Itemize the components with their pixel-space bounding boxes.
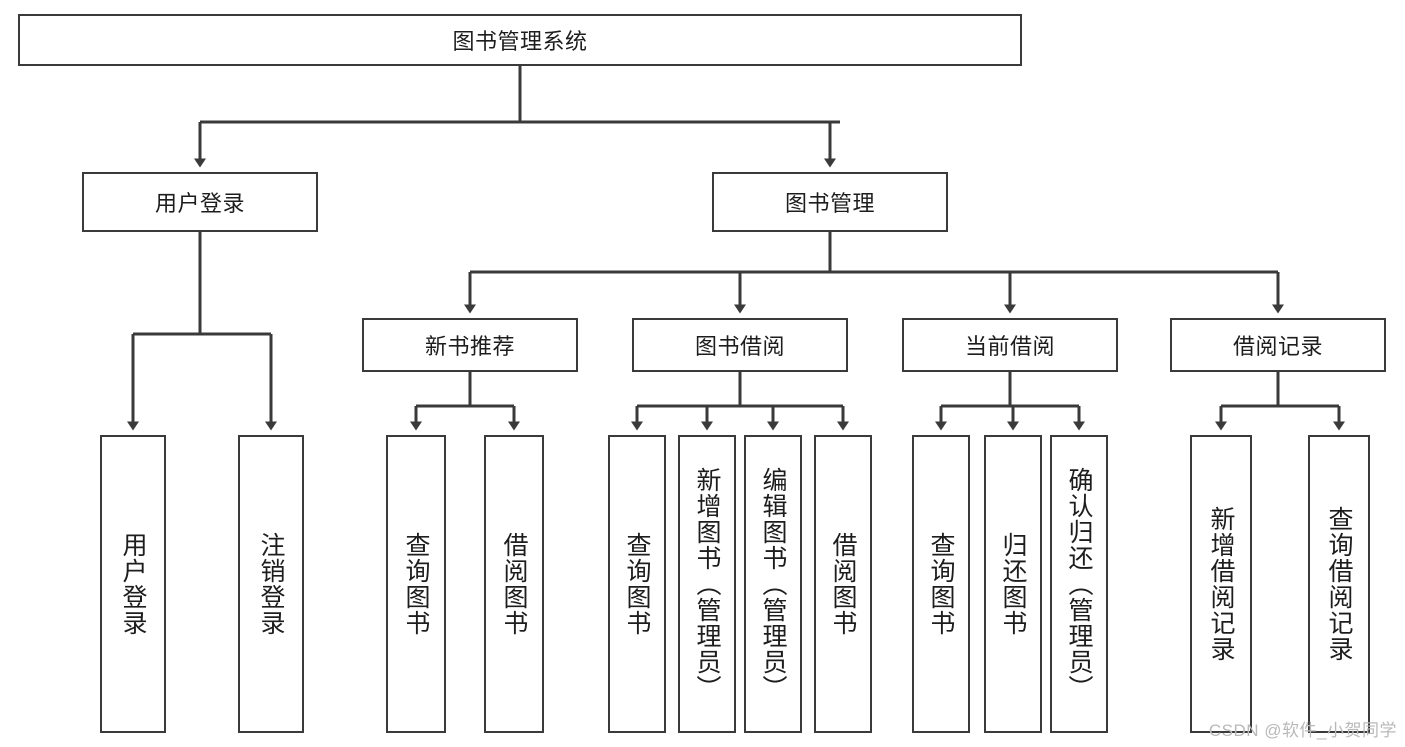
leaf-query-book-current-inner: 查询图书	[914, 437, 968, 731]
node-borrow-record[interactable]: 借阅记录	[1170, 318, 1386, 372]
node-book-management-label: 图书管理	[784, 191, 875, 216]
leaf-query-book-current[interactable]: 查询图书	[912, 435, 970, 733]
node-borrow-record-label: 借阅记录	[1232, 334, 1323, 359]
leaf-borrow-book-newbook-inner: 借阅图书	[486, 437, 542, 731]
leaf-query-book-borrow[interactable]: 查询图书	[608, 435, 666, 733]
leaf-return-book-label: 归还图书	[999, 532, 1027, 636]
node-book-borrow-label: 图书借阅	[694, 334, 785, 359]
node-book-management[interactable]: 图书管理	[712, 172, 948, 232]
node-user-login-label: 用户登录	[154, 191, 245, 216]
leaf-logout-label: 注销登录	[257, 532, 285, 636]
leaf-add-book-admin[interactable]: 新增图书（管理员）	[678, 435, 736, 733]
leaf-return-book-inner: 归还图书	[986, 437, 1040, 731]
leaf-logout[interactable]: 注销登录	[238, 435, 304, 733]
leaf-add-borrow-record-inner: 新增借阅记录	[1192, 437, 1250, 731]
leaf-query-book-current-label: 查询图书	[927, 532, 955, 636]
leaf-query-borrow-record-inner: 查询借阅记录	[1310, 437, 1368, 731]
node-new-book-recommend-label: 新书推荐	[424, 334, 515, 359]
leaf-user-login-inner: 用户登录	[102, 437, 164, 731]
leaf-borrow-book-borrow-inner: 借阅图书	[816, 437, 870, 731]
node-current-borrow-label: 当前借阅	[964, 334, 1055, 359]
node-root[interactable]: 图书管理系统	[18, 14, 1022, 66]
leaf-query-borrow-record[interactable]: 查询借阅记录	[1308, 435, 1370, 733]
leaf-add-borrow-record[interactable]: 新增借阅记录	[1190, 435, 1252, 733]
leaf-user-login[interactable]: 用户登录	[100, 435, 166, 733]
leaf-user-login-label: 用户登录	[119, 532, 147, 636]
leaf-edit-book-admin-inner: 编辑图书（管理员）	[746, 437, 800, 731]
leaf-confirm-return-admin-inner: 确认归还（管理员）	[1052, 437, 1106, 731]
leaf-logout-inner: 注销登录	[240, 437, 302, 731]
leaf-query-book-newbook-inner: 查询图书	[388, 437, 444, 731]
node-new-book-recommend[interactable]: 新书推荐	[362, 318, 578, 372]
leaf-add-borrow-record-label: 新增借阅记录	[1207, 506, 1235, 662]
leaf-borrow-book-newbook[interactable]: 借阅图书	[484, 435, 544, 733]
leaf-borrow-book-borrow-label: 借阅图书	[829, 532, 857, 636]
leaf-edit-book-admin-label: 编辑图书（管理员）	[759, 467, 787, 701]
leaf-query-book-borrow-inner: 查询图书	[610, 437, 664, 731]
leaf-confirm-return-admin[interactable]: 确认归还（管理员）	[1050, 435, 1108, 733]
leaf-query-book-newbook[interactable]: 查询图书	[386, 435, 446, 733]
leaf-return-book[interactable]: 归还图书	[984, 435, 1042, 733]
leaf-borrow-book-newbook-label: 借阅图书	[500, 532, 528, 636]
leaf-add-book-admin-inner: 新增图书（管理员）	[680, 437, 734, 731]
csdn-watermark: CSDN @软件_小贺同学	[1208, 721, 1397, 740]
leaf-query-borrow-record-label: 查询借阅记录	[1325, 506, 1353, 662]
node-root-label: 图书管理系统	[452, 29, 588, 54]
leaf-confirm-return-admin-label: 确认归还（管理员）	[1065, 467, 1093, 701]
node-current-borrow[interactable]: 当前借阅	[902, 318, 1118, 372]
leaf-add-book-admin-label: 新增图书（管理员）	[693, 467, 721, 701]
node-user-login[interactable]: 用户登录	[82, 172, 318, 232]
leaf-query-book-newbook-label: 查询图书	[402, 532, 430, 636]
leaf-edit-book-admin[interactable]: 编辑图书（管理员）	[744, 435, 802, 733]
leaf-query-book-borrow-label: 查询图书	[623, 532, 651, 636]
leaf-borrow-book-borrow[interactable]: 借阅图书	[814, 435, 872, 733]
node-book-borrow[interactable]: 图书借阅	[632, 318, 848, 372]
